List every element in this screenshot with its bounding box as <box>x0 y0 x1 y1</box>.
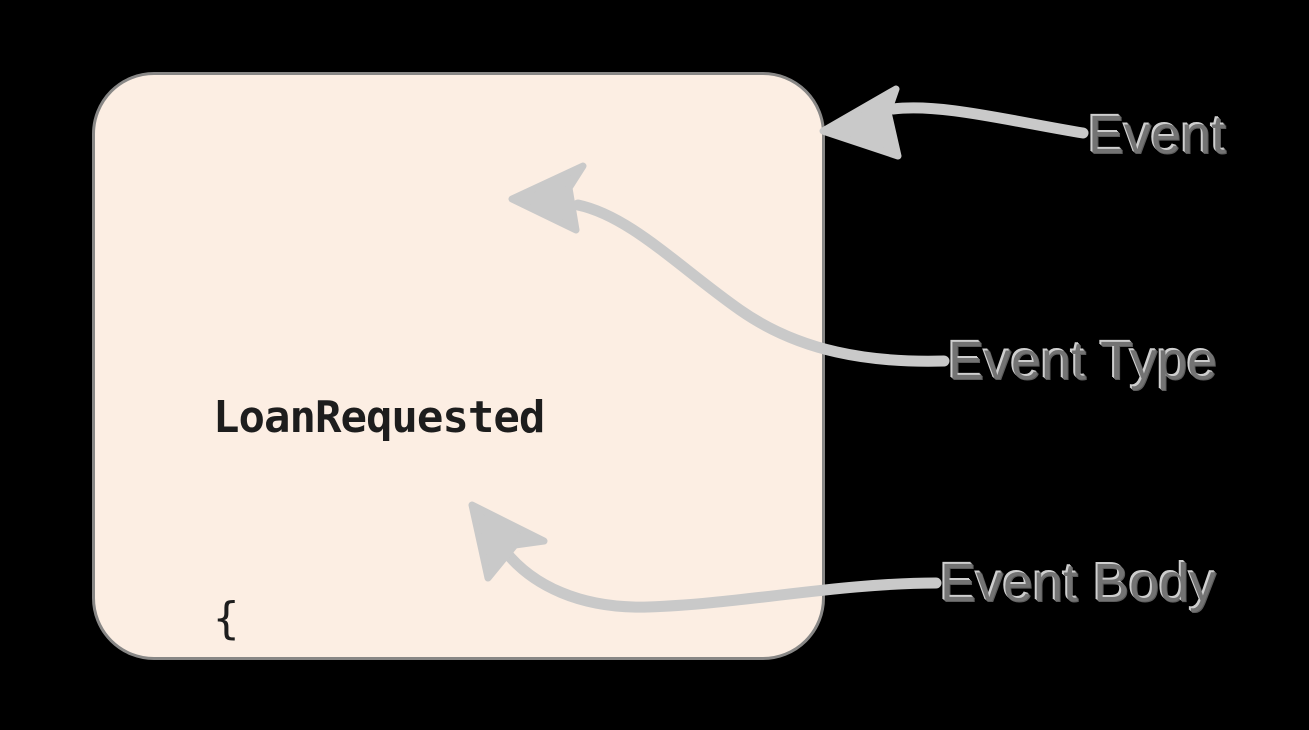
label-event: Event <box>1088 105 1227 165</box>
event-card: LoanRequested { id: 123, amount: 100, bo… <box>92 72 825 660</box>
event-code-block: LoanRequested { id: 123, amount: 100, bo… <box>213 250 822 730</box>
event-arrow <box>819 85 1089 160</box>
event-type-text: LoanRequested <box>213 392 545 443</box>
event-open-brace: { <box>213 593 240 644</box>
label-event-body: Event Body <box>940 553 1217 613</box>
label-event-type: Event Type <box>948 331 1218 391</box>
